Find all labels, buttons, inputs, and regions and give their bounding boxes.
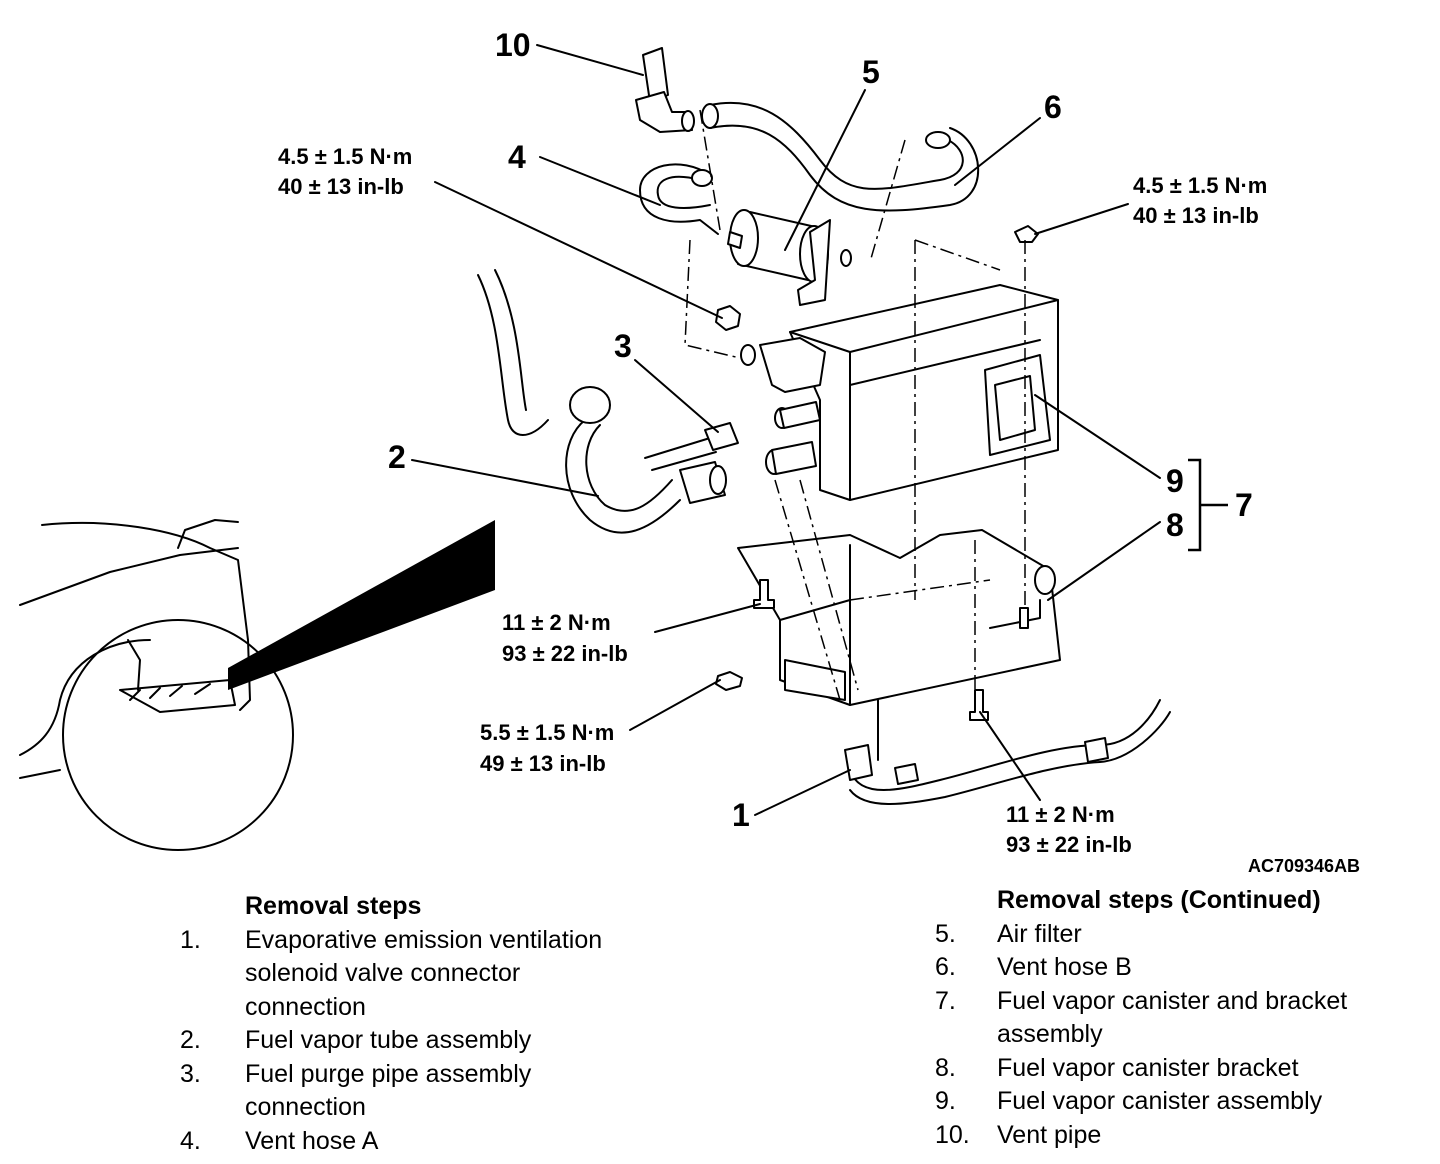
step-item: 5. Air filter — [935, 918, 1430, 952]
torque-bracket-bolt-bottom-inlb: 93 ± 22 in-lb — [1006, 832, 1132, 857]
step-item: 4. Vent hose A — [180, 1125, 700, 1159]
torque-canister-nut-inlb: 40 ± 13 in-lb — [1133, 203, 1259, 228]
step-text-line: connection — [245, 1093, 366, 1121]
callout-2: 2 — [388, 439, 406, 475]
removal-steps-continued-heading: Removal steps (Continued) — [997, 886, 1321, 914]
step-item: 10. Vent pipe — [935, 1119, 1430, 1153]
torque-vent-bolt-inlb: 40 ± 13 in-lb — [278, 174, 404, 199]
step-number: 10. — [935, 1120, 970, 1149]
torque-canister-nut-nm: 4.5 ± 1.5 N·m — [1133, 173, 1267, 198]
step-item: 2. Fuel vapor tube assembly — [180, 1024, 700, 1058]
bracket-bolts — [715, 225, 1039, 721]
torque-bracket-bolt-left-nm: 11 ± 2 N·m — [502, 610, 611, 635]
step-number: 5. — [935, 919, 956, 948]
step-text-line: solenoid valve connector — [245, 959, 521, 987]
step-text-line: Vent hose A — [245, 1126, 379, 1155]
step-number: 1. — [180, 925, 201, 954]
step-number: 4. — [180, 1126, 201, 1155]
zoom-pointer — [228, 520, 495, 690]
canister-bracket — [737, 529, 1061, 706]
removal-steps-left: Removal steps 1. Evaporative emission ven… — [180, 890, 700, 1158]
figure-id: AC709346AB — [1248, 856, 1360, 876]
step-text-line: Evaporative emission ventilation — [245, 925, 603, 954]
step-text-line: Fuel vapor canister and bracket — [997, 986, 1348, 1015]
fuel-purge-pipe — [644, 422, 739, 471]
step-text-line: Vent pipe — [997, 1120, 1102, 1149]
step-text: Vent pipe — [997, 1119, 1101, 1153]
exploded-diagram: 10 5 6 4 3 2 9 8 7 1 4.5 ± 1.5 N·m 40 ± … — [19, 27, 1360, 876]
step-text: Fuel vapor canister and bracket assembly — [997, 985, 1347, 1052]
removal-steps-right: Removal steps (Continued) 5. Air filter 6.… — [935, 884, 1430, 1152]
step-item: 7. Fuel vapor canister and bracket assembl… — [935, 985, 1430, 1052]
step-text: Fuel vapor tube assembly — [245, 1024, 531, 1058]
vent-hose-b — [701, 101, 980, 212]
leader-lines — [411, 44, 1228, 816]
torque-bracket-bolt-bottom-nm: 11 ± 2 N·m — [1006, 802, 1115, 827]
step-text: Vent hose A — [245, 1125, 378, 1159]
step-item: 9. Fuel vapor canister assembly — [935, 1085, 1430, 1119]
step-text: Fuel vapor canister assembly — [997, 1085, 1322, 1119]
callout-10: 10 — [495, 27, 531, 63]
step-text: Fuel vapor canister bracket — [997, 1052, 1299, 1086]
zoom-circle — [62, 619, 294, 851]
torque-bracket-bolt-small-nm: 5.5 ± 1.5 N·m — [480, 720, 614, 745]
step-text-line: Fuel vapor tube assembly — [245, 1026, 532, 1054]
step-text-line: Fuel purge pipe assembly — [245, 1059, 532, 1088]
step-text: Evaporative emission ventilation solenoid… — [245, 924, 602, 1025]
callout-6: 6 — [1044, 89, 1062, 125]
callout-3: 3 — [614, 328, 632, 364]
step-item: 1. Evaporative emission ventilation soleno… — [180, 924, 700, 1025]
air-filter — [727, 209, 852, 306]
step-number: 8. — [935, 1053, 956, 1082]
step-number: 7. — [935, 986, 956, 1015]
step-number: 3. — [180, 1059, 201, 1088]
step-text-line: assembly — [997, 1020, 1103, 1048]
step-item: 6. Vent hose B — [935, 951, 1430, 985]
alignment-lines — [684, 109, 1026, 701]
step-text: Fuel purge pipe assembly connection — [245, 1058, 531, 1125]
step-text: Vent hose B — [997, 951, 1132, 985]
step-text-line: connection — [245, 992, 366, 1021]
callout-4: 4 — [508, 139, 526, 175]
step-item: 3. Fuel purge pipe assembly connection — [180, 1058, 700, 1125]
step-text-line: Fuel vapor canister bracket — [997, 1053, 1299, 1082]
step-number: 6. — [935, 953, 956, 981]
callout-1: 1 — [732, 797, 750, 833]
torque-bracket-bolt-left-inlb: 93 ± 22 in-lb — [502, 641, 628, 666]
removal-steps-heading: Removal steps — [245, 892, 422, 920]
callout-9: 9 — [1166, 463, 1184, 499]
step-text: Air filter — [997, 918, 1082, 952]
callout-7: 7 — [1235, 487, 1253, 523]
step-text-line: Fuel vapor canister assembly — [997, 1087, 1323, 1115]
step-item: 8. Fuel vapor canister bracket — [935, 1052, 1430, 1086]
removal-steps-list: 1. Evaporative emission ventilation soleno… — [180, 924, 700, 1159]
fuel-vapor-canister — [740, 284, 1059, 501]
fuel-vapor-tube — [477, 269, 727, 534]
torque-bracket-bolt-small-inlb: 49 ± 13 in-lb — [480, 751, 606, 776]
solenoid-harness — [844, 699, 1171, 805]
bolt-hex — [715, 305, 741, 331]
step-number: 2. — [180, 1026, 201, 1054]
vehicle-location-inset — [19, 519, 495, 851]
step-number: 9. — [935, 1087, 956, 1115]
torque-vent-bolt-nm: 4.5 ± 1.5 N·m — [278, 144, 412, 169]
callout-8: 8 — [1166, 507, 1184, 543]
step-text-line: Air filter — [997, 919, 1082, 948]
step-text-line: Vent hose B — [997, 953, 1132, 981]
vent-hose-a — [639, 163, 719, 235]
vent-pipe — [635, 47, 695, 133]
removal-steps-continued-list: 5. Air filter 6. Vent hose B 7. Fuel vapor ca… — [935, 918, 1430, 1153]
callout-5: 5 — [862, 54, 880, 90]
